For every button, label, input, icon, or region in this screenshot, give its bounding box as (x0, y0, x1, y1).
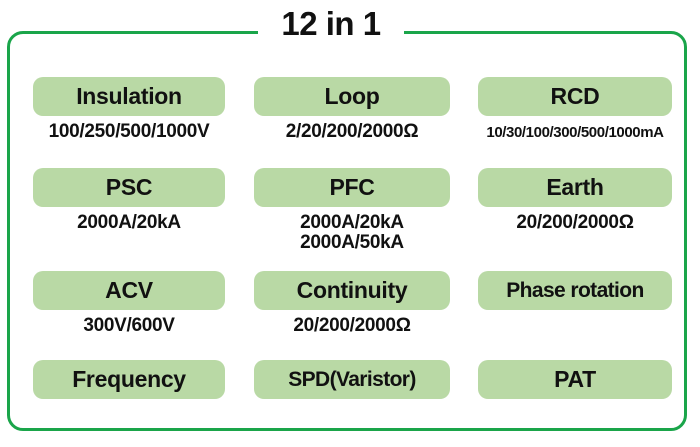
panel-title: 12 in 1 (281, 5, 381, 42)
function-name: ACV (105, 277, 153, 303)
function-pill[interactable]: SPD(Varistor) (254, 360, 450, 399)
function-name: Continuity (296, 277, 408, 303)
function-pill[interactable]: Insulation (33, 77, 225, 116)
function-spec-line: 10/30/100/300/500/1000mA (486, 124, 664, 141)
function-pill[interactable]: Phase rotation (478, 271, 672, 310)
function-name: Loop (324, 83, 380, 109)
function-cell: PAT (478, 360, 672, 399)
function-spec: 100/250/500/1000V (33, 122, 225, 142)
function-cell: Insulation 100/250/500/1000V (33, 77, 225, 142)
function-spec-line: 2/20/200/2000Ω (285, 121, 419, 142)
function-name: RCD (550, 83, 600, 109)
function-cell: Frequency (33, 360, 225, 399)
function-pill[interactable]: Continuity (254, 271, 450, 310)
function-cell: Continuity 20/200/2000Ω (254, 271, 450, 336)
function-spec-line: 100/250/500/1000V (48, 121, 210, 142)
function-name: PSC (105, 174, 153, 200)
function-spec-line: 2000A/20kA (77, 212, 181, 233)
function-cell: SPD(Varistor) (254, 360, 450, 399)
function-name: Insulation (76, 83, 182, 109)
function-spec: 2/20/200/2000Ω (254, 122, 450, 142)
function-pill[interactable]: PAT (478, 360, 672, 399)
function-cell: Loop 2/20/200/2000Ω (254, 77, 450, 142)
function-spec: 2000A/20kA (33, 213, 225, 233)
function-spec-line: 20/200/2000Ω (293, 315, 411, 336)
function-name: Frequency (72, 366, 186, 392)
function-name: PFC (329, 174, 375, 200)
function-name: Phase rotation (506, 279, 644, 302)
function-cell: PSC 2000A/20kA (33, 168, 225, 233)
function-pill[interactable]: Loop (254, 77, 450, 116)
function-spec: 20/200/2000Ω (254, 316, 450, 336)
function-cell: RCD 10/30/100/300/500/1000mA (478, 77, 672, 143)
function-spec-line: 300V/600V (83, 315, 175, 336)
title-line-mask (258, 16, 404, 48)
function-pill[interactable]: Frequency (33, 360, 225, 399)
function-name: SPD(Varistor) (288, 368, 416, 391)
function-pill[interactable]: PFC (254, 168, 450, 207)
function-name: Earth (546, 174, 604, 200)
function-pill[interactable]: PSC (33, 168, 225, 207)
function-name: PAT (554, 366, 596, 392)
function-spec-line: 2000A/20kA (300, 212, 404, 233)
function-spec: 300V/600V (33, 316, 225, 336)
function-cell: Earth 20/200/2000Ω (478, 168, 672, 233)
function-spec-line: 2000A/50kA (300, 232, 404, 253)
function-pill[interactable]: RCD (478, 77, 672, 116)
function-pill[interactable]: Earth (478, 168, 672, 207)
function-cell: Phase rotation (478, 271, 672, 310)
function-pill[interactable]: ACV (33, 271, 225, 310)
function-spec: 10/30/100/300/500/1000mA (478, 123, 672, 143)
function-spec: 20/200/2000Ω (478, 213, 672, 233)
function-spec-line: 20/200/2000Ω (516, 212, 634, 233)
function-cell: ACV 300V/600V (33, 271, 225, 336)
